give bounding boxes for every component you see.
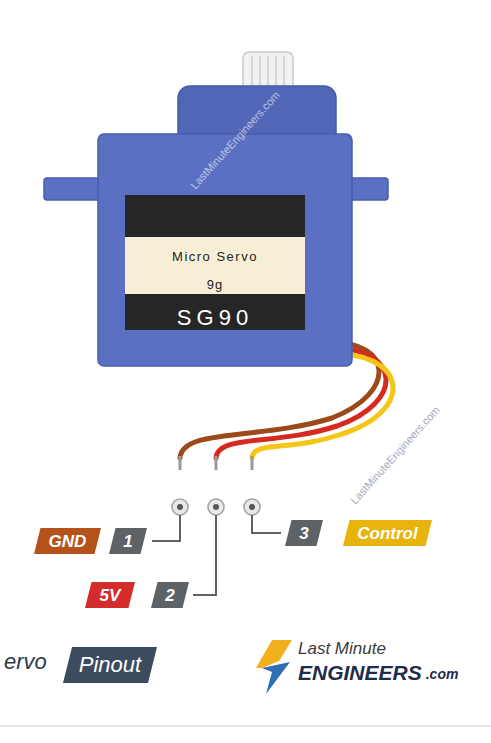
wire-tip — [179, 456, 182, 470]
pin-header — [172, 499, 260, 515]
tag-fill — [34, 528, 101, 554]
leader-line — [152, 515, 180, 541]
tag-fill — [343, 520, 432, 546]
shaft-splines — [252, 56, 284, 88]
tag-text: 1 — [123, 533, 132, 550]
tag-fill — [63, 647, 157, 683]
tag-text: GND — [49, 533, 87, 550]
logo-text: .com — [426, 667, 459, 682]
logo-text: Last Minute — [298, 640, 386, 659]
leader-line — [193, 515, 216, 595]
title-word: ervo — [4, 650, 47, 674]
pin-name-tag: GND — [34, 528, 101, 554]
label-text: 9g — [207, 277, 223, 294]
servo-label-panel: SG90 Micro Servo 9g — [125, 195, 305, 330]
pin-name-tag: Control — [343, 520, 432, 546]
pin-number-tag: 1 — [109, 528, 147, 554]
leader-line — [252, 515, 281, 533]
title-band: Pinout — [63, 647, 157, 683]
servo-label-band: Micro Servo 9g — [125, 237, 305, 294]
logo-bolt — [262, 662, 290, 694]
wire-tip — [215, 456, 218, 470]
pin-number-tag: 2 — [151, 582, 189, 608]
watermark: LastMinuteEngineers.com — [348, 404, 442, 507]
tag-fill — [151, 582, 189, 608]
tag-fill — [85, 582, 135, 608]
tag-text: 2 — [165, 587, 174, 604]
tag-text: Control — [357, 525, 417, 542]
label-text: SG90 — [177, 306, 253, 330]
tag-text: 3 — [299, 525, 308, 542]
pin-name-tag: 5V — [85, 582, 135, 608]
label-text: Micro Servo — [172, 249, 258, 266]
tag-text: Pinout — [79, 654, 141, 676]
signal-wire — [252, 354, 393, 458]
servo-body — [98, 134, 352, 366]
tag-fill — [285, 520, 323, 546]
pin-number-tag: 3 — [285, 520, 323, 546]
logo-text: ENGINEERS — [298, 661, 422, 684]
wire-tip — [251, 456, 254, 470]
tag-text: 5V — [100, 587, 121, 604]
tag-fill — [109, 528, 147, 554]
bottom-rule — [0, 725, 491, 727]
